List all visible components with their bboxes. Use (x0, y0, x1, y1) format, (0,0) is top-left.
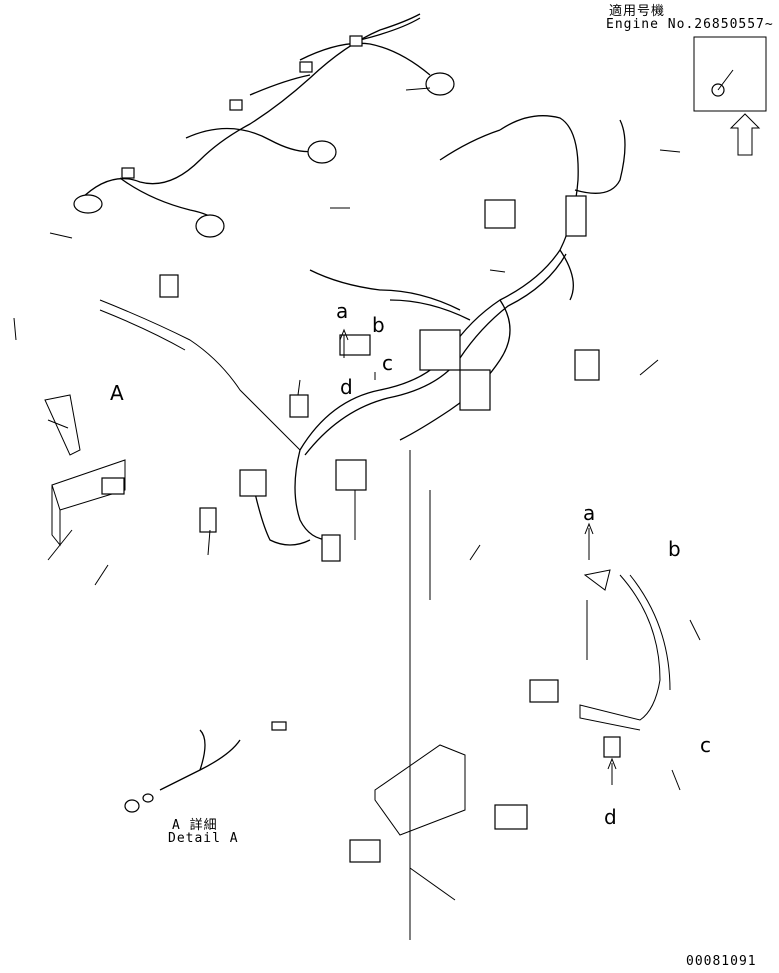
callout-arrows (339, 328, 617, 785)
detail-view-box (693, 36, 767, 112)
detail-a-drawing (124, 721, 287, 813)
callout-b-right: b (668, 537, 681, 561)
applicable-model-label: 適用号機 (609, 4, 666, 19)
detail-a-label-jp: A 詳細 (172, 818, 218, 833)
callout-a-top: a (336, 299, 348, 323)
right-bracket-assembly (529, 569, 671, 758)
engine-number-label: Engine No.26850557~ (606, 17, 774, 32)
left-bracket-assembly (44, 274, 309, 547)
callout-letters: A a b c d a b c d (110, 299, 711, 829)
up-arrow-icon (729, 113, 761, 156)
leader-lines (13, 87, 701, 940)
bottom-bracket-assembly (349, 744, 528, 901)
callout-a-right: a (583, 501, 595, 525)
callout-b-top: b (372, 313, 385, 337)
callout-c-right: c (700, 733, 711, 757)
callout-A: A (110, 381, 124, 405)
main-harness-bundle (239, 115, 626, 562)
callout-c-top: c (382, 351, 393, 375)
callout-d-top: d (340, 375, 353, 399)
callout-d-right: d (604, 805, 617, 829)
drawing-number: 00081091 (686, 954, 757, 969)
detail-a-label-en: Detail A (168, 831, 239, 846)
sensor-harness-chain (73, 13, 455, 238)
